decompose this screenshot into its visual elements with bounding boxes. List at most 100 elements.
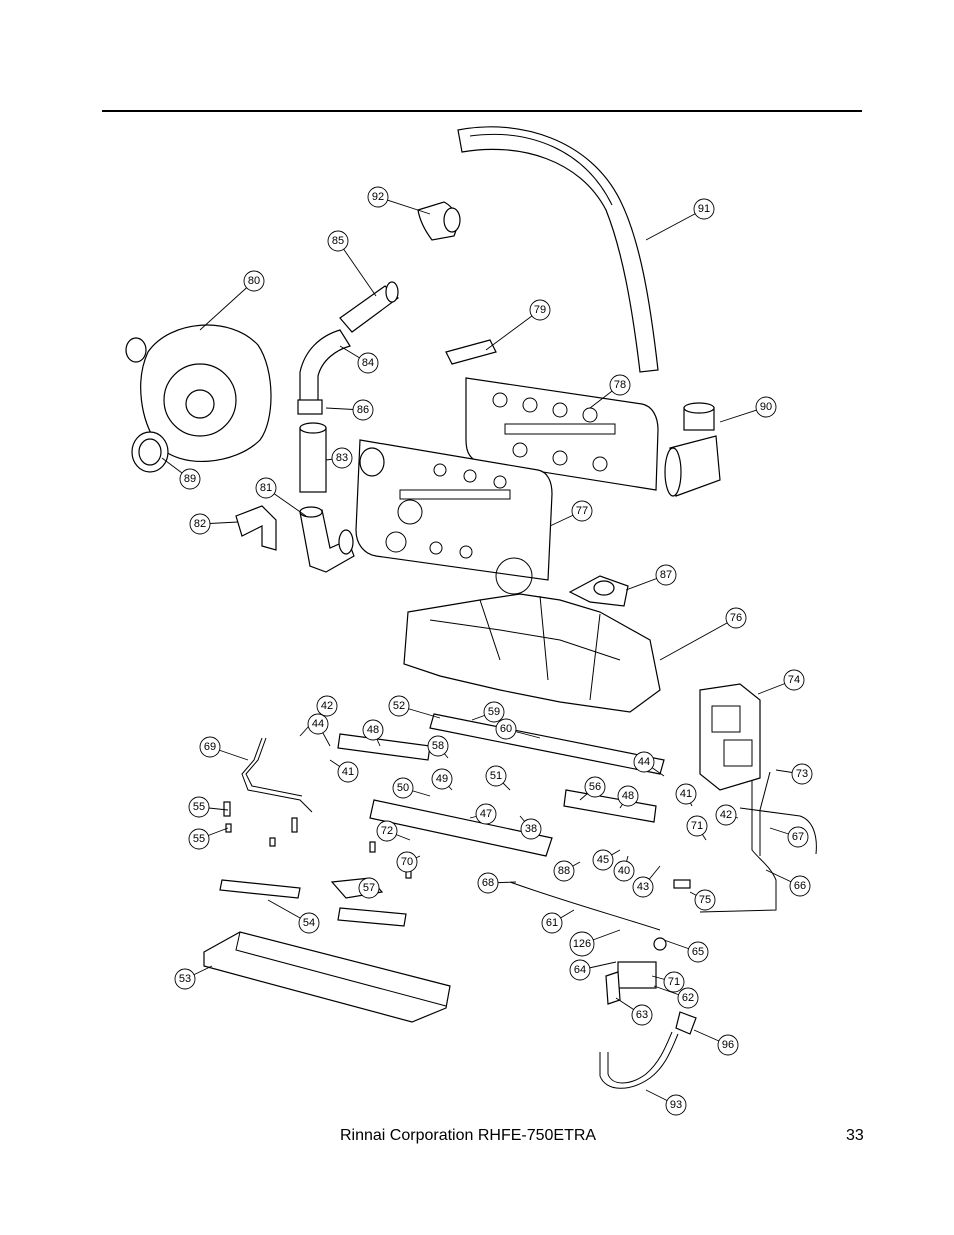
callout-label-63: 63	[636, 1009, 648, 1021]
callout-label-75: 75	[699, 894, 711, 906]
callout-circle-83	[331, 447, 353, 469]
intake-pipe-lower	[299, 422, 327, 493]
callout-label-58: 58	[432, 740, 444, 752]
base-tray	[203, 931, 451, 1023]
callout-label-71: 71	[691, 820, 703, 832]
gas-hose	[599, 1031, 679, 1089]
burner-rail-lower	[369, 799, 553, 857]
callout-label-44: 44	[638, 756, 650, 768]
flex-line	[509, 881, 661, 931]
callout-label-54: 54	[303, 917, 315, 929]
callout-label-126: 126	[573, 938, 591, 950]
callout-label-56: 56	[589, 781, 601, 793]
callout-leader-91	[645, 208, 705, 241]
callout-label-41: 41	[680, 788, 692, 800]
callout-label-78: 78	[614, 379, 626, 391]
gas-tube-right	[699, 771, 817, 913]
callout-circle-78	[609, 374, 631, 396]
callout-label-66: 66	[794, 880, 806, 892]
callout-label-84: 84	[362, 357, 374, 369]
callout-circle-55	[188, 796, 210, 818]
callout-label-86: 86	[357, 404, 369, 416]
callout-label-51: 51	[490, 770, 502, 782]
callout-circle-61	[541, 912, 563, 934]
callout-circle-66	[789, 875, 811, 897]
vent-elbow	[417, 201, 461, 241]
callout-circle-74	[783, 669, 805, 691]
callout-circle-42	[715, 804, 737, 826]
callout-label-70: 70	[401, 856, 413, 868]
callout-leader-76	[659, 617, 737, 661]
callout-label-42: 42	[321, 700, 333, 712]
footer-document-title: Rinnai Corporation RHFE-750ETRA	[340, 1127, 597, 1144]
callout-circle-47	[475, 803, 497, 825]
callout-circle-44	[307, 713, 329, 735]
callout-circle-87	[655, 564, 677, 586]
callout-circle-64	[569, 959, 591, 981]
callout-circle-56	[584, 776, 606, 798]
callout-circle-71	[663, 971, 685, 993]
ceramic-log-set	[403, 593, 661, 713]
callout-label-53: 53	[179, 973, 191, 985]
callout-circle-38	[520, 818, 542, 840]
callout-label-42: 42	[720, 809, 732, 821]
callout-label-50: 50	[397, 782, 409, 794]
fasteners	[223, 801, 691, 951]
callout-label-87: 87	[660, 569, 672, 581]
callout-circle-65	[687, 941, 709, 963]
callout-circle-77	[571, 500, 593, 522]
callout-circle-67	[787, 826, 809, 848]
callout-label-60: 60	[500, 723, 512, 735]
callout-circle-71	[686, 815, 708, 837]
callout-circle-41	[675, 783, 697, 805]
callout-circle-53	[174, 968, 196, 990]
callout-label-96: 96	[722, 1039, 734, 1051]
heat-exchanger-front-plate	[355, 439, 553, 595]
callout-label-65: 65	[692, 946, 704, 958]
callout-circle-85	[327, 230, 349, 252]
callout-label-83: 83	[336, 452, 348, 464]
callout-circle-126	[569, 931, 595, 957]
callout-label-77: 77	[576, 505, 588, 517]
callout-label-43: 43	[637, 881, 649, 893]
callout-label-67: 67	[792, 831, 804, 843]
callout-circle-48	[362, 719, 384, 741]
gas-regulator	[605, 961, 657, 1005]
callout-label-69: 69	[204, 741, 216, 753]
callout-circle-42	[316, 695, 338, 717]
gas-pipe-left	[241, 737, 313, 813]
callout-label-48: 48	[367, 724, 379, 736]
combustion-blower	[125, 324, 272, 462]
callout-label-73: 73	[796, 768, 808, 780]
callout-circle-69	[199, 736, 221, 758]
callout-label-48: 48	[622, 790, 634, 802]
callout-circle-76	[725, 607, 747, 629]
callout-label-88: 88	[558, 865, 570, 877]
callout-circle-43	[632, 876, 654, 898]
callout-circle-86	[352, 399, 374, 421]
burner-strip-right	[563, 789, 657, 823]
vent-adapter	[664, 402, 721, 497]
cover-plate	[445, 339, 497, 365]
callout-label-49: 49	[436, 773, 448, 785]
callout-circle-96	[717, 1034, 739, 1056]
callout-leader-85	[337, 240, 377, 297]
burner-strip-left	[337, 733, 431, 761]
callout-circle-48	[617, 785, 639, 807]
callout-label-74: 74	[788, 674, 800, 686]
callout-label-57: 57	[363, 882, 375, 894]
gas-valve-assembly	[699, 683, 761, 791]
callout-label-59: 59	[488, 706, 500, 718]
callout-circle-49	[431, 768, 453, 790]
callout-circle-51	[485, 765, 507, 787]
callout-label-44: 44	[312, 718, 324, 730]
callout-label-81: 81	[260, 482, 272, 494]
callout-circle-70	[396, 851, 418, 873]
callout-circle-84	[357, 352, 379, 374]
callout-label-93: 93	[670, 1099, 682, 1111]
vent-hose	[457, 126, 659, 373]
callout-label-76: 76	[730, 612, 742, 624]
callout-circle-92	[367, 186, 389, 208]
